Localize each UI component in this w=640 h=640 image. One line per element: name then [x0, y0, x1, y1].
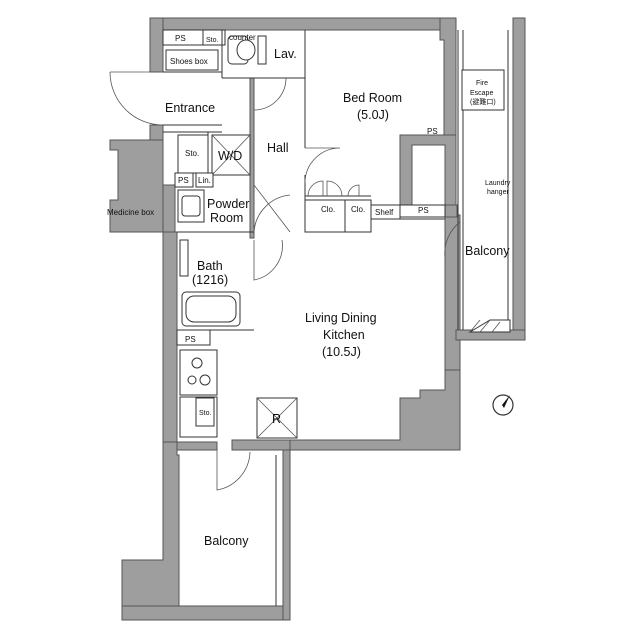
ldk-label-2: Kitchen [323, 328, 365, 342]
entrance-label: Entrance [165, 101, 215, 115]
closet-label-1: Clo. [321, 205, 335, 214]
ps-top-label: PS [175, 34, 186, 43]
ps-bed-label: PS [427, 127, 438, 136]
sto-kitchen-label: Sto. [199, 410, 212, 417]
laundry-label-1: Laundry [485, 180, 511, 187]
sto-wd-label: Sto. [185, 149, 199, 158]
shelf-label: Shelf [375, 208, 394, 217]
north-arrow-icon [492, 394, 514, 416]
lin-label: Lin. [198, 176, 211, 185]
laundry-label-2: hanger [487, 189, 509, 196]
balcony-right-label: Balcony [465, 244, 510, 258]
bedroom-size-label: (5.0J) [357, 108, 389, 122]
fridge-label: R [272, 412, 281, 426]
fire-escape-label-2: Escape [470, 90, 493, 97]
fire-escape-label-3: (避難口) [470, 97, 496, 106]
interior-lines [162, 29, 511, 606]
fire-escape-hatch-icon [461, 69, 505, 111]
fire-escape-label-1: Fire [476, 80, 488, 87]
doors [109, 71, 461, 491]
room-labels: PS Sto. counter Lav. Shoes box Entrance … [107, 33, 511, 548]
stove-burner-icon [187, 357, 211, 386]
bath-label-1: Bath [197, 259, 223, 273]
walls [109, 17, 526, 621]
ps-left-label: PS [178, 176, 189, 185]
wd-label: W/D [218, 149, 242, 163]
powder-label-2: Room [210, 211, 243, 225]
bath-label-2: (1216) [192, 273, 228, 287]
sto-top-label: Sto. [206, 37, 219, 44]
ps-kitchen-label: PS [185, 335, 196, 344]
bedroom-label: Bed Room [343, 91, 402, 105]
ldk-label-1: Living Dining [305, 311, 377, 325]
closet-label-2: Clo. [351, 205, 365, 214]
medicine-box-label: Medicine box [107, 208, 154, 217]
powder-label-1: Powder [207, 197, 249, 211]
shoes-box-label: Shoes box [170, 57, 208, 66]
lav-label: Lav. [274, 47, 297, 61]
counter-label: counter [229, 33, 256, 42]
hall-label: Hall [267, 141, 289, 155]
ps-shelf-label: PS [418, 206, 429, 215]
balcony-bottom-label: Balcony [204, 534, 249, 548]
ldk-label-3: (10.5J) [322, 345, 361, 359]
